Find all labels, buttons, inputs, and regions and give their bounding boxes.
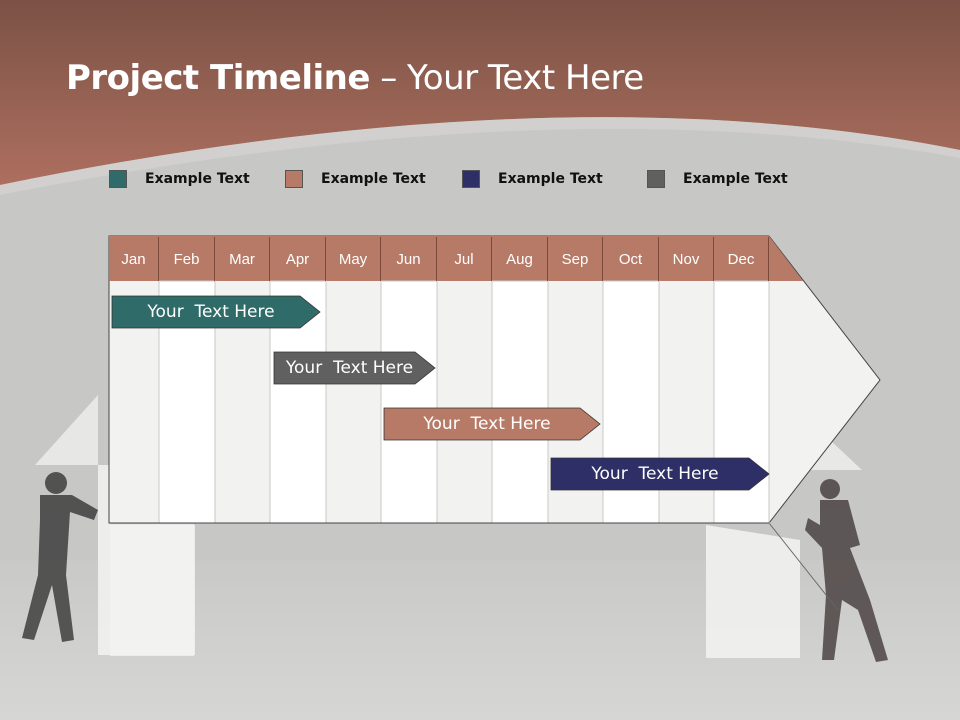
legend-label: Example Text [498,171,603,187]
task-bar [273,351,436,385]
woman-figure [805,479,888,662]
task-bar-label: Your Text Here [285,358,414,378]
month-header-oct: Oct [603,237,659,281]
month-header-apr: Apr [270,237,326,281]
month-header-jun: Jun [381,237,437,281]
task-bars [111,295,770,491]
month-header-jan: Jan [109,237,159,281]
legend-swatch [285,170,303,188]
legend-label: Example Text [683,171,788,187]
task-bar [383,407,601,441]
legend-item-4: Example Text [647,170,788,188]
legend-swatch [647,170,665,188]
page-title: Project Timeline – Your Text Here [66,58,644,98]
month-header-feb: Feb [159,237,215,281]
month-header-dec: Dec [714,237,769,281]
task-bar [111,295,321,329]
task-bar-label: Your Text Here [591,464,719,484]
month-columns [158,280,770,524]
legend-item-2: Example Text [285,170,426,188]
month-header-jul: Jul [437,237,492,281]
task-bar-label: Your Text Here [423,414,551,434]
legend-label: Example Text [145,171,250,187]
month-header-sep: Sep [548,237,603,281]
month-header-nov: Nov [659,237,714,281]
month-header-aug: Aug [492,237,548,281]
task-bar-label: Your Text Here [147,302,275,322]
task-bar [550,457,770,491]
month-header-may: May [326,237,381,281]
legend-swatch [462,170,480,188]
title-bold: Project Timeline [66,58,370,98]
legend-label: Example Text [321,171,426,187]
man-figure [22,472,98,642]
legend-item-3: Example Text [462,170,603,188]
title-rest: – Your Text Here [369,58,644,98]
legend-item-1: Example Text [109,170,250,188]
legend-swatch [109,170,127,188]
month-header-mar: Mar [215,237,270,281]
